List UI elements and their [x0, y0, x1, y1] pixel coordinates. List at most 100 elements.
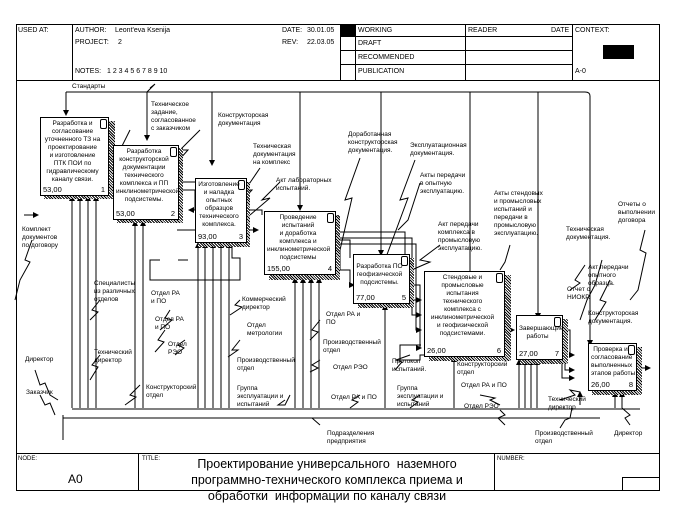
- context-parent-box[interactable]: [603, 45, 634, 59]
- paperclip-icon: [496, 273, 503, 283]
- arrow-label[interactable]: Отдел РЭО: [464, 403, 499, 410]
- paperclip-icon: [238, 180, 245, 190]
- activity-box-7[interactable]: Завершающие работы 27,00 7: [516, 315, 563, 360]
- arrow-label[interactable]: Конструкторский отдел: [146, 384, 197, 399]
- paperclip-icon: [628, 345, 635, 355]
- control-bus-top: [66, 91, 591, 97]
- activity-box-1-name: Разработка и согласование уточненного ТЗ…: [44, 120, 101, 183]
- arrow-label[interactable]: Подразделения предприятия: [327, 430, 375, 445]
- arrow-label[interactable]: Протокол испытаний.: [392, 358, 427, 373]
- context-node: A-0: [575, 68, 586, 75]
- reader-date-label: DATE: [551, 27, 570, 34]
- status-working[interactable]: WORKING: [358, 27, 393, 34]
- paperclip-icon: [327, 213, 334, 223]
- activity-box-1-cost: 53,00: [43, 185, 62, 194]
- activity-box-6[interactable]: Стендовые и промысловые испытания технич…: [424, 271, 505, 357]
- arrow-label[interactable]: Техническая документация на комплекс: [253, 143, 296, 166]
- page-number-box: [623, 478, 659, 490]
- title-label: TITLE:: [142, 456, 161, 462]
- activity-box-5-cost: 77,00: [356, 293, 375, 302]
- arrow-label[interactable]: Акт лабораторных испытаний.: [276, 177, 332, 192]
- arrow-label[interactable]: Директор: [25, 356, 54, 363]
- arrow-label[interactable]: Отдел РЭО: [333, 364, 368, 371]
- arrow-label[interactable]: Комплект документов по договору: [22, 226, 58, 249]
- activity-box-3-cost: 93,00: [198, 232, 217, 241]
- arrow-label[interactable]: Техническое задание, согласованное с зак…: [151, 101, 196, 132]
- date-value: 30.01.05: [307, 27, 335, 34]
- arrow-label[interactable]: Доработанная конструкторская документаци…: [348, 131, 398, 154]
- arrow-label[interactable]: Отдел РА и ПО: [155, 316, 184, 331]
- activity-box-6-number: 6: [496, 346, 501, 355]
- arrow-label[interactable]: Отчеты о выполнении договора: [618, 201, 655, 224]
- arrow-label[interactable]: Производственный отдел: [323, 339, 381, 354]
- arrow-label[interactable]: Эксплуатационная документация.: [410, 142, 467, 157]
- activity-box-4-number: 4: [327, 264, 332, 273]
- number-label: NUMBER:: [497, 456, 525, 462]
- project-value: 2: [118, 39, 122, 46]
- reader-label: READER: [468, 27, 498, 34]
- activity-box-8-cost: 26,00: [591, 380, 610, 389]
- activity-box-2-cost: 53,00: [116, 209, 135, 218]
- date-label: DATE:: [282, 27, 303, 34]
- arrow-label[interactable]: Акты стендовых и промысловых испытаний и…: [494, 190, 543, 237]
- author-label: AUTHOR:: [75, 27, 107, 34]
- activity-box-5[interactable]: Разработка ПО геофизической подсистемы. …: [353, 254, 410, 304]
- arrow-label[interactable]: Конструкторская документация.: [588, 310, 639, 325]
- notes-label: NOTES:: [75, 68, 102, 75]
- header-used-at-cell: [16, 24, 73, 81]
- activity-box-7-cost: 27,00: [519, 349, 538, 358]
- paperclip-icon: [170, 147, 177, 157]
- paperclip-icon: [554, 317, 561, 327]
- activity-box-2-number: 2: [170, 209, 175, 218]
- status-draft[interactable]: DRAFT: [358, 40, 382, 47]
- arrow-label[interactable]: Производственный отдел: [237, 357, 295, 372]
- activity-box-3-name: Изготовление и наладка опытных образцов …: [198, 181, 240, 228]
- arrow-label[interactable]: Конструкторская документация: [218, 112, 269, 127]
- arrow-label[interactable]: Отдел РА и ПО: [461, 382, 507, 389]
- arrow-label[interactable]: Стандарты: [72, 83, 106, 90]
- activity-box-4[interactable]: Проведение испытаний и доработка комплек…: [264, 211, 336, 275]
- activity-box-8-number: 8: [628, 380, 633, 389]
- activity-box-4-cost: 155,00: [267, 264, 290, 273]
- arrow-label[interactable]: Группа эксплуатации и испытаний: [397, 385, 444, 408]
- arrow-label[interactable]: Группа эксплуатации и испытаний: [237, 385, 284, 408]
- arrow-label[interactable]: Техническая документация.: [566, 226, 611, 241]
- activity-box-3[interactable]: Изготовление и наладка опытных образцов …: [195, 178, 247, 243]
- activity-box-2[interactable]: Разработка конструкторской документации …: [113, 145, 179, 220]
- activity-box-4-name: Проведение испытаний и доработка комплек…: [267, 214, 331, 261]
- status-recommended[interactable]: RECOMMENDED: [358, 54, 415, 61]
- arrow-label[interactable]: Конструкторский отдел: [457, 361, 508, 376]
- arrow-label[interactable]: Акт передачи комплекса в промысловую экс…: [438, 221, 482, 252]
- node-label: NODE:: [18, 456, 38, 462]
- arrow-label[interactable]: Отчет о НИОКР.: [567, 286, 591, 301]
- arrow-label[interactable]: Отдел РЭО: [168, 341, 187, 356]
- arrow-label[interactable]: Специалисты из различных отделов: [94, 280, 136, 303]
- arrow-label[interactable]: Отдел метрологии: [247, 322, 283, 337]
- activity-box-1[interactable]: Разработка и согласование уточненного ТЗ…: [40, 117, 109, 196]
- node-value: A0: [68, 472, 83, 486]
- arrow-label[interactable]: Отдел РА и ПО: [331, 394, 377, 401]
- activity-box-8[interactable]: Проверка и согласование выполненных этап…: [588, 343, 637, 391]
- activity-box-6-name: Стендовые и промысловые испытания технич…: [430, 274, 495, 337]
- arrow-label[interactable]: Акты передачи в опытную эксплуатацию.: [420, 172, 466, 195]
- header-frame: [16, 24, 660, 81]
- arrow-label[interactable]: Технический директор: [94, 349, 132, 364]
- arrow-label[interactable]: Производственный отдел: [535, 430, 593, 445]
- activity-box-5-name: Разработка ПО геофизической подсистемы.: [356, 263, 403, 286]
- arrow-label[interactable]: Отдел РА и ПО: [151, 290, 180, 305]
- activity-box-6-cost: 26,00: [427, 346, 446, 355]
- paperclip-icon: [100, 119, 107, 129]
- arrow-label[interactable]: Технический директор: [548, 396, 586, 411]
- activity-box-8-name: Проверка и согласование выполненных этап…: [591, 346, 636, 377]
- arrow-label[interactable]: Заказчик: [26, 389, 53, 396]
- activity-box-7-number: 7: [554, 349, 559, 358]
- notes-value: 1 2 3 4 5 6 7 8 9 10: [107, 68, 168, 75]
- arrow-label[interactable]: Отдел РА и ПО: [326, 311, 361, 326]
- arrow-label[interactable]: Директор: [614, 430, 643, 437]
- activity-box-2-name: Разработка конструкторской документации …: [116, 148, 180, 203]
- author-value: Leont'eva Ksenija: [115, 27, 171, 34]
- arrow-label[interactable]: Акт передачи опытного образца.: [588, 264, 629, 287]
- status-publication[interactable]: PUBLICATION: [358, 68, 405, 75]
- arrow-label[interactable]: Коммерческий директор: [242, 296, 286, 311]
